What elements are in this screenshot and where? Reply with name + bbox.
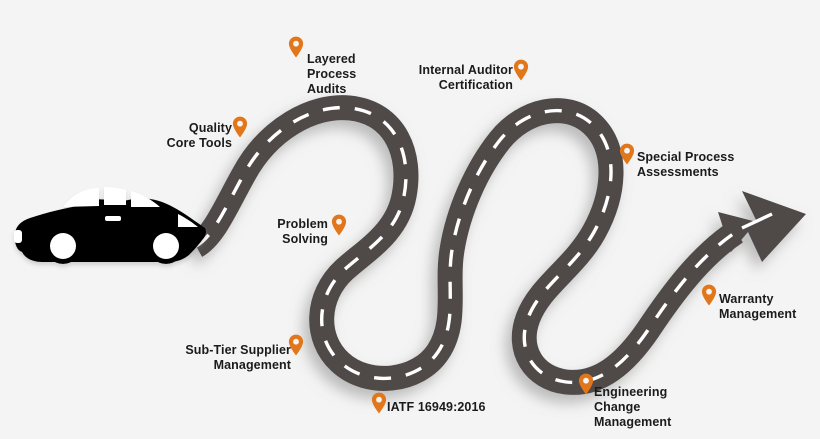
road-center-dashes [195, 105, 773, 385]
milestone-label-problem-solving: Problem Solving [277, 217, 328, 246]
milestone-label-warranty-management: Warranty Management [719, 292, 797, 321]
car-silhouette [14, 187, 207, 264]
road-arrow-head [718, 191, 806, 262]
map-pin-icon-layered-process-audits[interactable] [288, 36, 304, 58]
map-pin-icon-special-process-assessments[interactable] [619, 143, 635, 165]
milestone-label-iatf-16949-2016: IATF 16949:2016 [387, 400, 486, 414]
map-pin-icon-internal-auditor-certification[interactable] [513, 59, 529, 81]
milestone-label-quality-core-tools: Quality Core Tools [166, 121, 232, 150]
milestone-label-sub-tier-supplier-management: Sub-Tier Supplier Management [185, 343, 291, 372]
milestone-label-layered-process-audits: Layered Process Audits [307, 52, 357, 96]
milestone-label-internal-auditor-certification: Internal Auditor Certification [418, 63, 513, 92]
map-pin-icon-quality-core-tools[interactable] [232, 116, 248, 138]
map-pin-icon-problem-solving[interactable] [331, 214, 347, 236]
milestone-label-engineering-change-management: Engineering Change Management [594, 385, 672, 429]
milestone-label-special-process-assessments: Special Process Assessments [637, 150, 735, 179]
map-pin-icon-sub-tier-supplier-management[interactable] [288, 334, 304, 356]
map-pin-icon-engineering-change-management[interactable] [578, 373, 594, 395]
map-pin-icon-warranty-management[interactable] [701, 284, 717, 306]
map-pin-icon-iatf-16949-2016[interactable] [371, 392, 387, 414]
